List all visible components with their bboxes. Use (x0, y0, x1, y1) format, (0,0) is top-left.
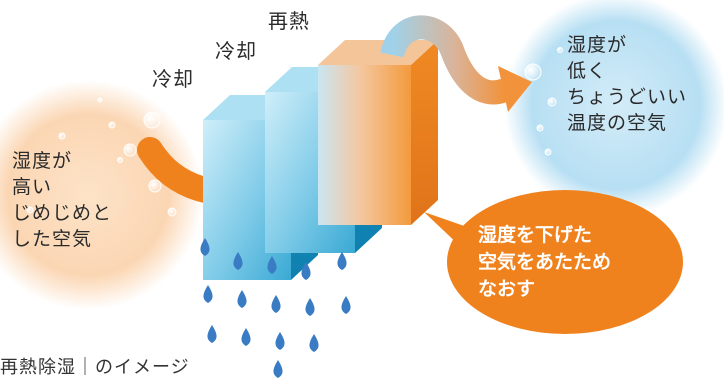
water-drop (305, 298, 315, 316)
stage-label-reheat: 再熱 (268, 9, 310, 33)
water-drop (241, 328, 251, 346)
water-drop (200, 238, 210, 256)
water-drop (207, 325, 217, 343)
water-drop (341, 296, 351, 314)
water-drop (337, 252, 347, 270)
comfortable-air-label: 湿度が 低く ちょうどいい 温度の空気 (567, 34, 688, 134)
water-drop (309, 334, 319, 352)
stage-label-cooling-1: 冷却 (152, 67, 194, 91)
reheat-callout-bubble (424, 190, 683, 334)
callout-text: 湿度を下げた 空気をあたため なおす (478, 224, 612, 300)
humid-air-bubbles (26, 97, 177, 217)
water-drop (301, 262, 311, 280)
water-drops (200, 238, 351, 378)
humid-air-label: 湿度が 高い じめじめと した空気 (12, 150, 113, 250)
water-drop (203, 285, 213, 303)
water-drop (237, 290, 247, 308)
dry-air-bubbles (524, 47, 563, 156)
water-drop (273, 360, 283, 378)
stage-label-cooling-2: 冷却 (215, 39, 257, 63)
diagram-caption: 再熱除湿｜のイメージ (0, 357, 190, 378)
water-drop (275, 332, 285, 350)
output-airflow-arrow (380, 15, 532, 112)
water-drop (271, 295, 281, 313)
water-drop (233, 252, 243, 270)
reheat-panel (318, 40, 438, 225)
water-drop (267, 256, 277, 274)
dry-air-cloud (504, 0, 724, 217)
